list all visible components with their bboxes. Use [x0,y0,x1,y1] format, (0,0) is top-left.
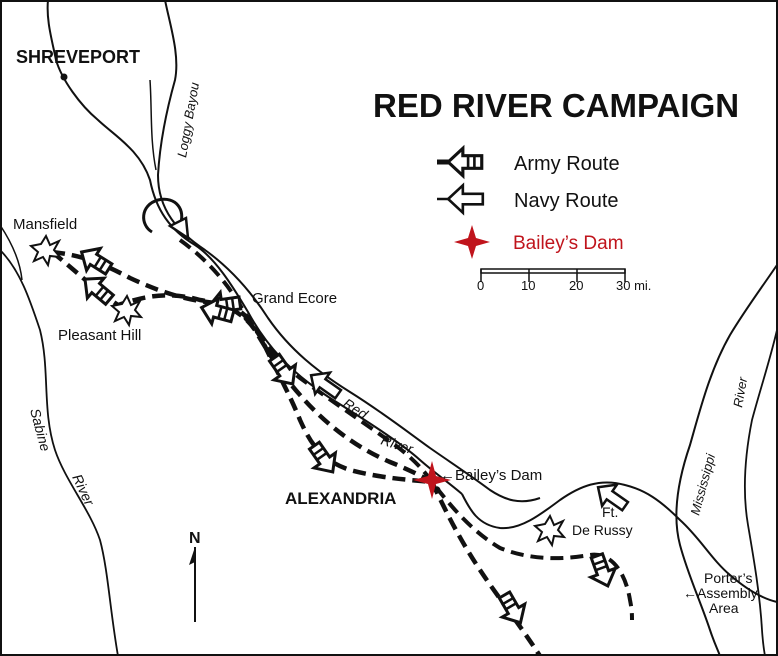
label-pleasant-hill: Pleasant Hill [58,327,141,344]
navy-turnaround-head [167,216,190,241]
grand-ecore-dot [243,314,251,322]
label-mansfield: Mansfield [13,216,77,233]
army-route-advance [51,249,433,485]
north-label: N [189,530,201,547]
scale-label-0: 0 [477,278,484,293]
label-porters-1: Porter’s [704,570,753,586]
left-margin-stream [0,224,23,281]
baileys-dam-marker [413,461,451,499]
label-porters-2: ←Assembly [683,585,758,601]
label-de-russy: De Russy [572,522,633,538]
loggy-bayou-channel [149,79,157,171]
scale-label-30: 30 mi. [616,278,651,293]
mississippi-east-bank [743,329,778,656]
legend-navy-label: Navy Route [514,190,619,212]
label-grand-ecore: Grand Ecore [252,290,337,307]
scale-label-10: 10 [521,278,535,293]
legend-dam-label: Bailey’s Dam [513,233,624,254]
label-ft: Ft. [602,504,618,520]
legend-dam-icon [454,225,490,259]
map-title: RED RIVER CAMPAIGN [373,87,739,124]
sabine-river-line [0,249,119,656]
label-mississippi-river: River [730,375,750,408]
scale-label-20: 20 [569,278,583,293]
red-river-lower-bank [461,481,778,603]
legend-army-label: Army Route [514,153,620,175]
red-river-north-bank [46,0,463,495]
label-porters-3: Area [709,600,739,616]
north-arrow-head [189,547,195,565]
label-shreveport: SHREVEPORT [16,47,140,67]
label-baileys-dam: ←Bailey’s Dam [440,467,542,484]
army-route-south [429,481,542,656]
navy-turnaround-arrow [142,197,184,234]
label-alexandria: ALEXANDRIA [285,489,396,508]
red-river-south-bank [156,0,541,503]
mississippi-west-bank [675,264,778,656]
alexandria-dot [433,486,441,494]
shreveport-dot [60,73,68,81]
scale-bar [480,268,626,274]
